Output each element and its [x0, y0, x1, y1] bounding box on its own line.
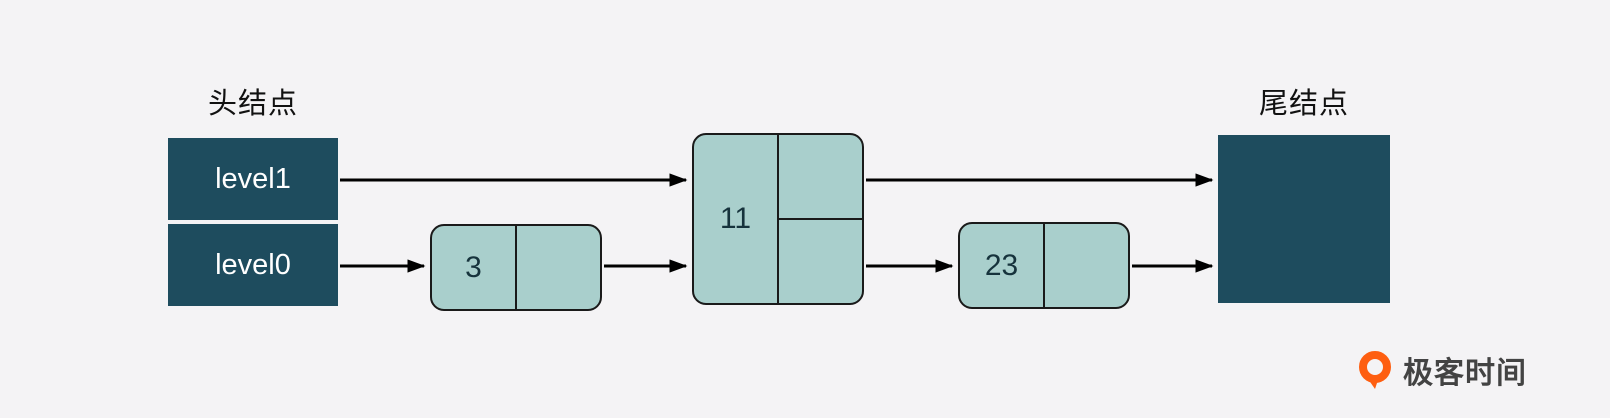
node-11-value: 11	[694, 135, 779, 303]
tail-node	[1218, 135, 1390, 303]
head-label: 头结点	[207, 88, 298, 120]
node-3-value: 3	[432, 226, 517, 309]
node-23-value: 23	[960, 224, 1045, 307]
head-node: level1 level0	[168, 138, 338, 306]
logo: 极客时间	[1356, 348, 1527, 392]
head-level1-cell: level1	[168, 138, 338, 220]
node-11-pointer-column	[779, 135, 862, 303]
logo-text: 极客时间	[1403, 357, 1527, 390]
node-11-level1-pointer-cell	[779, 135, 862, 220]
node-3: 3	[430, 224, 602, 311]
node-23-pointer-cell	[1045, 224, 1128, 307]
geektime-logo-icon	[1359, 351, 1391, 389]
tail-label: 尾结点	[1258, 88, 1349, 120]
node-11: 11	[692, 133, 864, 305]
node-11-level0-pointer-cell	[779, 220, 862, 303]
head-level0-cell: level0	[168, 224, 338, 306]
node-3-pointer-cell	[517, 226, 600, 309]
node-23: 23	[958, 222, 1130, 309]
